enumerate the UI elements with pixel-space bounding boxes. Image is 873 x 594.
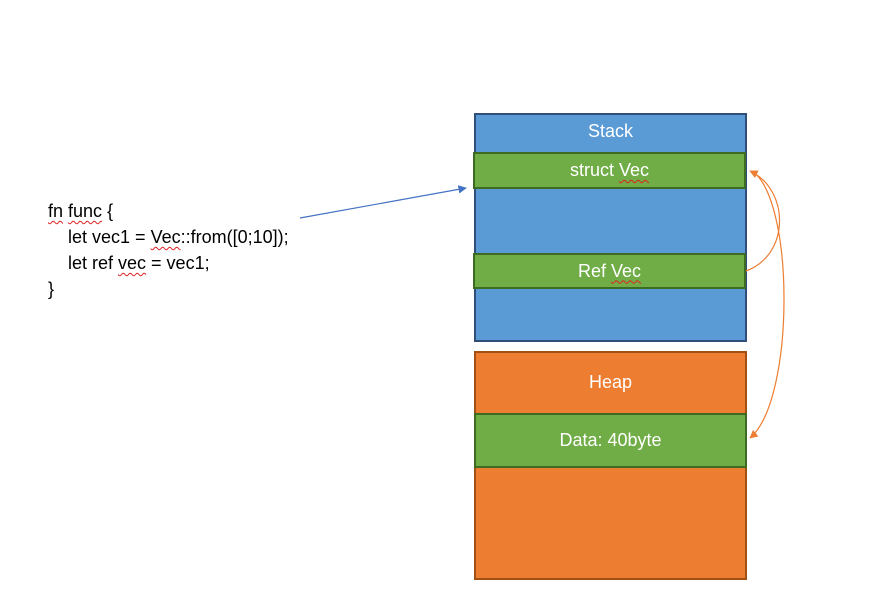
stack-region: Stack [474,113,747,342]
code-line-2: let vec1 = Vec::from([0;10]); [48,224,289,250]
code-assign-vec1: = vec1; [146,253,210,273]
code-keyword-fn: fn [48,201,64,221]
heap-data-label: Data: 40byte [559,430,662,450]
ref-prefix: Ref [577,260,611,281]
code-let-ref: let ref [48,253,119,273]
heap-label: Heap [588,372,633,392]
ref-vec-label: Ref Vec [578,261,641,282]
ref-vec-cell: Ref Vec [473,253,746,289]
code-let-vec1: let vec1 = [48,227,151,247]
code-to-stack-arrow [299,185,467,219]
code-snippet: fn func { let vec1 = Vec::from([0;10]); … [48,198,289,302]
ref-to-struct-arrow [745,170,781,272]
code-type-vec: Vec [150,227,181,247]
struct-prefix: struct [569,160,619,180]
struct-vec-label: struct Vec [570,160,649,181]
code-line-3: let ref vec = vec1; [48,250,289,276]
struct-type: Vec [618,160,650,180]
struct-vec-cell: struct Vec [473,152,746,189]
code-line-1: fn func { [48,198,289,224]
code-line-4: } [48,279,55,299]
ref-type: Vec [610,260,642,281]
heap-data-cell: Data: 40byte [474,413,747,468]
stack-label: Stack [587,121,634,141]
code-function-name: func [68,201,103,221]
struct-to-heap-arrow [749,170,785,439]
code-open-brace: { [102,201,114,221]
code-var-vec: vec [118,253,147,273]
code-from-call: ::from([0;10]); [180,227,289,247]
